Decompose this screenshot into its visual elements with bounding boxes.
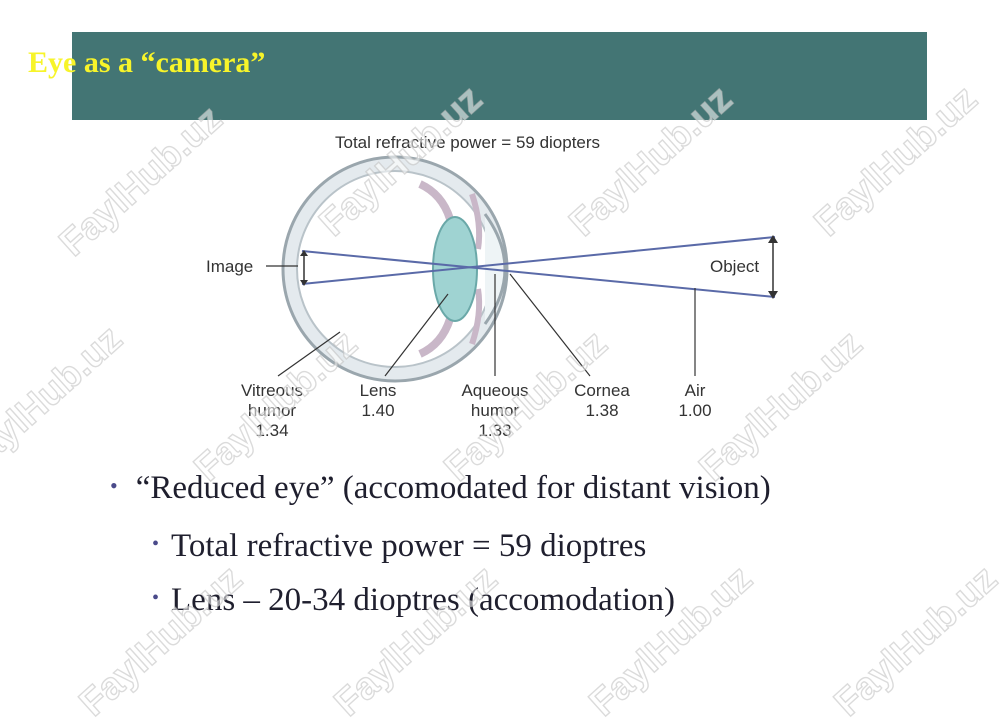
leader-cornea — [509, 273, 591, 377]
slide-title: Eye as a “camera” — [28, 46, 266, 79]
bullet-text: Lens – 20-34 dioptres (accomodation) — [171, 582, 676, 618]
watermark: FaylHub.uz — [826, 557, 1000, 725]
svg-text:humor: humor — [471, 401, 520, 420]
sub-bullet-item: • Total refractive power = 59 dioptres — [152, 528, 646, 565]
eye-diagram-svg: Total refractive power = 59 diopters Ima… — [206, 133, 778, 440]
label-lens: Lens 1.40 — [360, 381, 397, 420]
bullet-text: Total refractive power = 59 dioptres — [171, 528, 647, 564]
leader-vitreous — [277, 331, 341, 377]
svg-text:Cornea: Cornea — [574, 381, 630, 400]
svg-text:1.34: 1.34 — [255, 421, 288, 440]
bullet-dot-icon: • — [152, 586, 160, 609]
svg-text:humor: humor — [248, 401, 297, 420]
label-air: Air 1.00 — [678, 381, 711, 420]
ray-upper — [301, 236, 776, 285]
iris-bottom — [469, 288, 483, 345]
ray-lower — [301, 250, 776, 298]
label-aqueous: Aqueous humor 1.33 — [461, 381, 528, 440]
svg-text:1.40: 1.40 — [361, 401, 394, 420]
svg-text:Aqueous: Aqueous — [461, 381, 528, 400]
title-bar — [72, 32, 927, 120]
image-label: Image — [206, 257, 253, 276]
label-vitreous: Vitreous humor 1.34 — [241, 381, 303, 440]
watermark: FaylHub.uz — [0, 317, 131, 485]
svg-text:1.00: 1.00 — [678, 401, 711, 420]
bullet-item: • “Reduced eye” (accomodated for distant … — [110, 470, 771, 507]
ciliary-top — [418, 180, 454, 221]
svg-text:1.33: 1.33 — [478, 421, 511, 440]
sub-bullet-item: • Lens – 20-34 dioptres (accomodation) — [152, 582, 675, 619]
bullet-text: “Reduced eye” (accomodated for distant v… — [135, 470, 771, 506]
label-cornea: Cornea 1.38 — [574, 381, 630, 420]
svg-text:Lens: Lens — [360, 381, 397, 400]
iris-top — [469, 193, 483, 250]
object-label: Object — [710, 257, 759, 276]
svg-text:Air: Air — [685, 381, 706, 400]
eye-diagram: Total refractive power = 59 diopters Ima… — [180, 124, 820, 454]
bullet-dot-icon: • — [110, 473, 118, 499]
leader-lens — [384, 293, 449, 377]
svg-text:Vitreous: Vitreous — [241, 381, 303, 400]
ciliary-bottom — [418, 317, 454, 358]
figure-heading: Total refractive power = 59 diopters — [335, 133, 600, 152]
svg-text:1.38: 1.38 — [585, 401, 618, 420]
bullet-dot-icon: • — [152, 532, 160, 555]
